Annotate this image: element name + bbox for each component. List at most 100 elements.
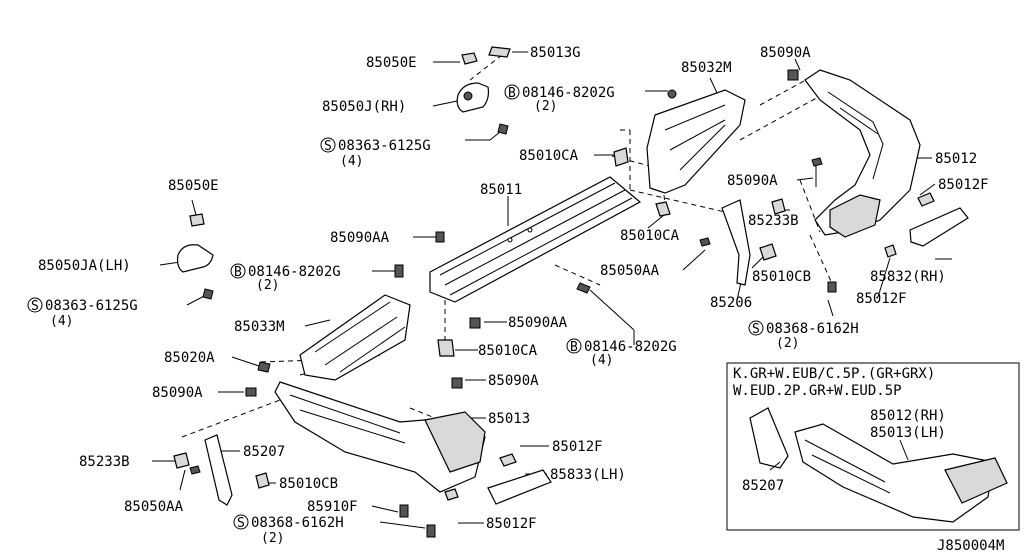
inset-stay-85207: [749, 407, 789, 469]
clip-85233B-right: [771, 198, 786, 215]
inset-spec-line1: K.GR+W.EUB/C.5P.(GR+GRX): [733, 366, 935, 382]
label-85207-left: 85207: [243, 444, 285, 460]
end-cap-85012: [829, 194, 881, 238]
label-85050AA-left: 85050AA: [124, 499, 184, 515]
label-08146-top: 08146-8202G: [522, 85, 615, 101]
variant-inset: K.GR+W.EUB/C.5P.(GR+GRX) W.EUD.2P.GR+W.E…: [726, 362, 1020, 531]
label-85050JA-LH: 85050JA(LH): [38, 258, 131, 274]
label-85010CB-right: 85010CB: [752, 269, 811, 285]
label-85090AA-mid: 85090AA: [330, 230, 390, 246]
bolt-08146-low: [576, 282, 591, 294]
label-08363-left-qty: (4): [50, 314, 73, 329]
label-85090A-top: 85090A: [760, 45, 811, 61]
clip-85010CB-right: [759, 243, 777, 261]
fascia-85012: [804, 69, 921, 236]
label-85910F: 85910F: [307, 499, 358, 515]
label-85012F-right1: 85012F: [938, 177, 989, 193]
label-85010CA-mid: 85010CA: [620, 228, 680, 244]
label-85011: 85011: [480, 182, 522, 198]
label-85050E-top: 85050E: [366, 55, 417, 71]
inset-label-85012-RH: 85012(RH): [870, 408, 946, 424]
label-08146-left: 08146-8202G: [248, 264, 341, 280]
label-85010CA-top: 85010CA: [519, 148, 579, 164]
label-85206: 85206: [710, 295, 752, 311]
inset-label-85207: 85207: [742, 478, 784, 494]
label-85012: 85012: [935, 151, 977, 167]
label-85090A-low: 85090A: [488, 373, 539, 389]
clip-85050E-left: [189, 213, 205, 227]
part-labels: 85050E 85013G 85050J(RH) 08363-6125G (4)…: [38, 45, 989, 546]
clip-85010CA-top: [613, 147, 629, 167]
bolt-85090A-top: [787, 69, 799, 81]
bolt-85090AA-mid: [435, 231, 445, 243]
bolt-85090A-low: [451, 377, 463, 389]
label-85033M: 85033M: [234, 319, 285, 335]
clip-85012F-low1: [499, 453, 517, 467]
inset-end-cap: [944, 457, 1008, 504]
inset-frame: [726, 362, 1020, 531]
label-08363-left: 08363-6125G: [45, 298, 138, 314]
label-08363-top: 08363-6125G: [338, 138, 431, 154]
clip-85012F-r1: [917, 192, 935, 207]
screw-symbol-low: [233, 514, 249, 530]
label-85090A-mid: 85090A: [727, 173, 778, 189]
screw-symbol-left-letter: S: [31, 299, 39, 314]
label-85013: 85013: [488, 411, 530, 427]
screw-85020A: [257, 361, 271, 373]
fastener-85910F: [399, 504, 409, 518]
screw-symbol-top-letter: S: [324, 139, 332, 154]
clip-85010CB-low: [255, 472, 270, 489]
bolt-08146-left: [394, 264, 404, 278]
screw-symbol-right: [748, 320, 764, 336]
label-85012F-low1: 85012F: [552, 439, 603, 455]
label-08146-top-qty: (2): [534, 99, 557, 114]
bracket-85013G: [488, 46, 511, 58]
stay-85032M: [646, 89, 746, 194]
clip-85233B-left: [173, 452, 190, 469]
inset-spec-line2: W.EUD.2P.GR+W.EUD.5P: [733, 383, 902, 399]
label-85013G: 85013G: [530, 45, 581, 61]
clip-85010CA-low: [437, 339, 455, 357]
screw-08368-right: [827, 281, 837, 293]
armature-85011: [429, 176, 642, 303]
bolt-symbol-left: [230, 263, 246, 279]
stay-85033M: [299, 294, 411, 381]
label-08146-left-qty: (2): [256, 278, 279, 293]
bracket-85050JA: [176, 244, 214, 273]
label-85832-RH: 85832(RH): [870, 269, 946, 285]
label-85233B-right: 85233B: [748, 213, 799, 229]
label-08363-top-qty: (4): [340, 154, 363, 169]
label-85233B-left: 85233B: [79, 454, 130, 470]
label-85833-LH: 85833(LH): [550, 467, 626, 483]
reflector-85833: [487, 469, 552, 505]
inset-label-85013-LH: 85013(LH): [870, 425, 946, 441]
screw-symbol-low-letter: S: [237, 516, 245, 531]
screw-symbol-top: [320, 137, 336, 153]
label-08368-low-qty: (2): [261, 531, 284, 546]
clip-85010CA-mid: [655, 201, 671, 217]
label-85020A: 85020A: [164, 350, 215, 366]
label-85050J-RH: 85050J(RH): [322, 99, 406, 115]
clip-85012F-r2: [884, 244, 897, 258]
label-85012F-low2: 85012F: [486, 516, 537, 532]
bracket-85050J: [456, 82, 490, 113]
bolt-85090AA-low: [469, 317, 481, 329]
bolt-symbol-low-letter: B: [570, 340, 578, 355]
label-85090A-left: 85090A: [152, 385, 203, 401]
screw-08363-top: [497, 123, 509, 135]
label-85010CB-low: 85010CB: [279, 476, 338, 492]
bolt-symbol-low: [566, 338, 582, 354]
label-08146-low: 08146-8202G: [584, 339, 677, 355]
bolt-85050AA-left: [189, 465, 201, 475]
screw-symbol-left: [27, 297, 43, 313]
bolt-symbol-top: [504, 84, 520, 100]
label-08368-right-qty: (2): [776, 336, 799, 351]
bolt-symbol-left-letter: B: [234, 265, 242, 280]
part-drawings: [173, 46, 969, 538]
bolt-symbol-top-letter: B: [508, 86, 516, 101]
diagram-code: J850004M: [937, 538, 1004, 554]
clip-85012F-low2: [444, 488, 459, 501]
label-85032M: 85032M: [681, 60, 732, 76]
